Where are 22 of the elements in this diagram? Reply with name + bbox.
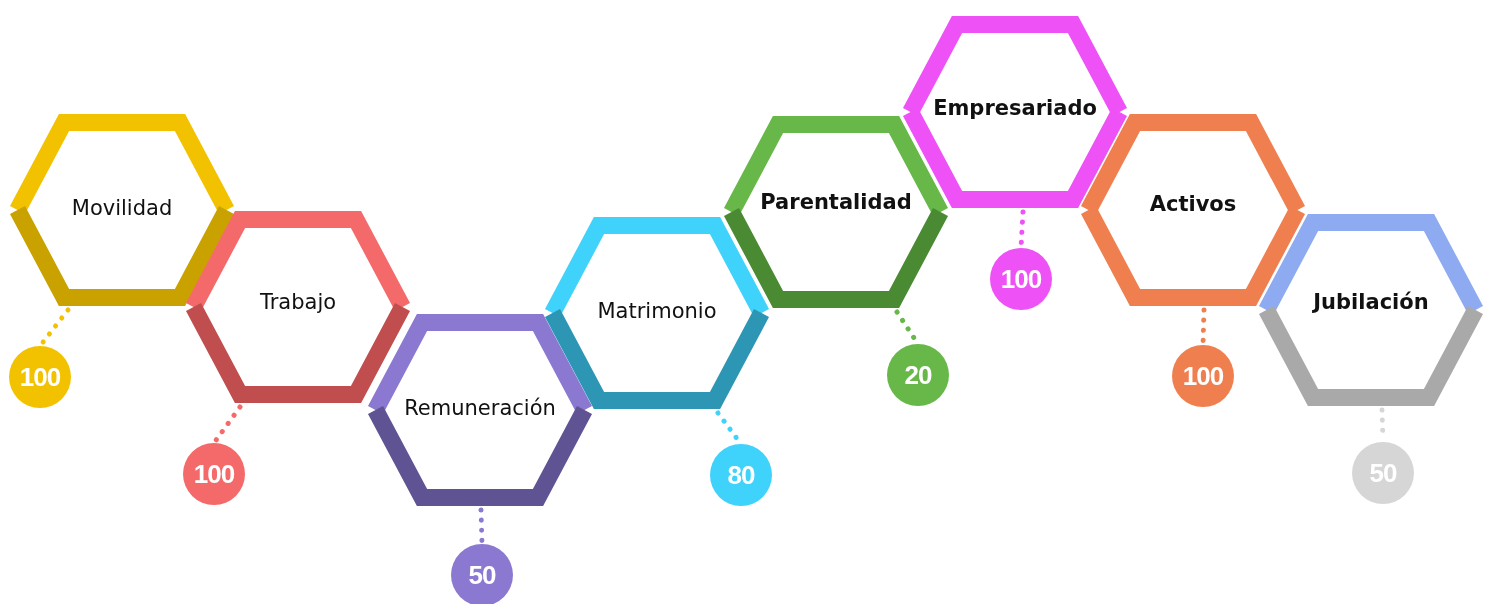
hexagon-label: Activos (1148, 192, 1238, 216)
leader-line (478, 507, 485, 545)
value-circle: 100 (183, 443, 245, 505)
hexagon-label: Jubilación (1311, 290, 1430, 314)
value-circle: 100 (1172, 345, 1234, 407)
leader-line (1200, 307, 1207, 346)
hexagon-label: Empresariado (932, 96, 1098, 120)
hexagon (9, 114, 235, 306)
hexagon-label: Parentalidad (759, 190, 913, 214)
hexagon-label: Remuneración (403, 396, 557, 420)
leader-line (212, 404, 243, 444)
hexagon (367, 314, 593, 506)
hexagon (1258, 214, 1484, 406)
value-circle: 100 (990, 248, 1052, 310)
value-circle: 100 (9, 346, 71, 408)
value-circle: 50 (451, 544, 513, 604)
value-circle: 80 (710, 444, 772, 506)
hexagon-label: Matrimonio (596, 299, 718, 323)
leader-line (38, 307, 71, 347)
hexagon-label: Trabajo (258, 290, 338, 314)
hexagon-label: Movilidad (70, 196, 174, 220)
value-circle: 20 (887, 344, 949, 406)
